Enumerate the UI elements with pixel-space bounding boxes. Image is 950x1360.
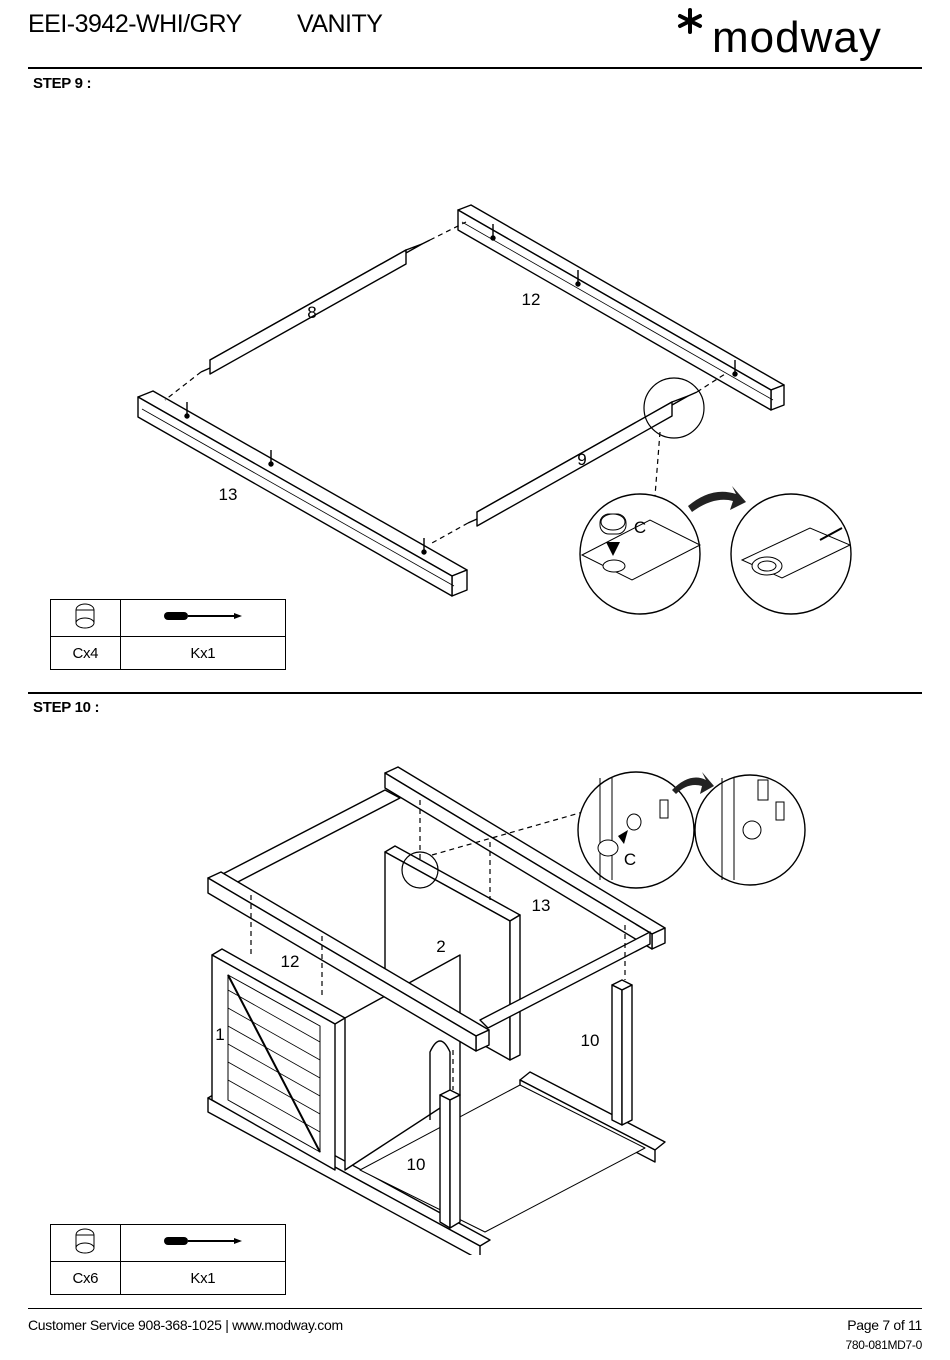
model-number: EEI-3942-WHI/GRY (28, 10, 242, 39)
part-label-2: 2 (436, 937, 445, 956)
part-label-13: 13 (219, 485, 238, 504)
part-label-13: 13 (532, 896, 551, 915)
rail-13 (138, 391, 467, 596)
part-label-1: 1 (215, 1025, 224, 1044)
header-rule (28, 67, 922, 69)
step-9-hardware-table: Cx4 Kx1 (50, 599, 286, 670)
detail-callout-ring (644, 378, 704, 438)
step-divider-rule (28, 692, 922, 694)
footer-rule (28, 1308, 922, 1309)
rotate-arrow-icon (672, 772, 714, 794)
detail-turn-cam (695, 775, 805, 885)
rail-12 (458, 205, 784, 410)
screwdriver-icon (120, 1225, 285, 1262)
hardware-qty-screwdriver: Kx1 (120, 637, 285, 670)
screwdriver-icon (120, 600, 285, 637)
step-10-title: STEP 10 : (33, 699, 99, 716)
step-10-hardware-table: Cx6 Kx1 (50, 1224, 286, 1295)
customer-service-line: Customer Service 908-368-1025 | www.modw… (28, 1317, 343, 1333)
step-9-title: STEP 9 : (33, 75, 91, 92)
detail-turn-cam (731, 494, 851, 614)
modway-logo: modway (676, 4, 922, 70)
hardware-qty-screwdriver: Kx1 (120, 1262, 285, 1295)
hardware-qty-cam-lock: Cx6 (51, 1262, 121, 1295)
part-label-8: 8 (307, 303, 316, 322)
part-label-12: 12 (281, 952, 300, 971)
hardware-qty-cam-lock: Cx4 (51, 637, 121, 670)
rotate-arrow-icon (688, 486, 746, 512)
part-label-9: 9 (577, 450, 586, 469)
panel-1 (212, 949, 345, 1170)
leg-10-front (440, 1090, 460, 1228)
part-label-10-front: 10 (407, 1155, 426, 1174)
document-code: 780-081MD7-0 (846, 1338, 922, 1352)
product-name: VANITY (297, 10, 382, 39)
logo-wordmark: modway (712, 13, 882, 62)
leg-10-right (612, 980, 632, 1125)
part-label-12: 12 (522, 290, 541, 309)
step-9-diagram: 8 12 13 9 C (0, 190, 950, 620)
detail-insert-cam (580, 494, 700, 614)
page-number: Page 7 of 11 (847, 1317, 922, 1333)
cross-rail-left (215, 790, 400, 886)
cam-lock-icon (51, 600, 121, 637)
detail-label-c: C (634, 518, 646, 537)
detail-label-c: C (624, 850, 636, 869)
part-label-10-right: 10 (581, 1031, 600, 1050)
cam-lock-icon (51, 1225, 121, 1262)
step-10-diagram: 1 2 12 13 10 10 C (0, 760, 950, 1255)
